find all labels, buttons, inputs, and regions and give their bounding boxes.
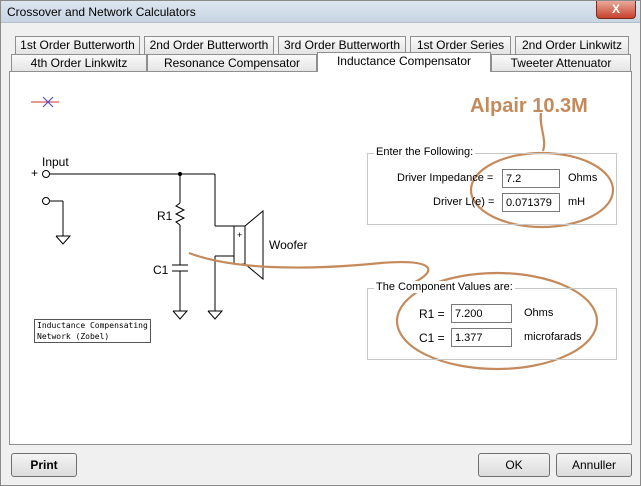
driver-inductance-input[interactable] xyxy=(502,193,560,212)
enter-group-title: Enter the Following: xyxy=(374,146,476,158)
result-c1-field[interactable] xyxy=(451,328,512,347)
ok-button[interactable]: OK xyxy=(478,453,550,477)
r1-resistor xyxy=(174,202,186,226)
driver-inductance-unit: mH xyxy=(568,196,586,208)
tab-3rd-order-butterworth[interactable]: 3rd Order Butterworth xyxy=(278,36,406,54)
cancel-button[interactable]: Annuller xyxy=(556,453,632,477)
tab-4th-order-linkwitz[interactable]: 4th Order Linkwitz xyxy=(11,54,147,72)
annotation-connector xyxy=(188,251,430,284)
driver-impedance-label: Driver Impedance = xyxy=(397,172,494,184)
result-group-title: The Component Values are: xyxy=(374,281,515,293)
woofer-label: Woofer xyxy=(269,238,308,252)
network-caption-line2: Network (Zobel) xyxy=(37,332,110,341)
tab-inductance-compensator[interactable]: Inductance Compensator xyxy=(317,52,491,72)
input-plus-sign: + xyxy=(31,166,39,180)
tab-1st-order-series[interactable]: 1st Order Series xyxy=(410,36,511,54)
mini-circuit-icon xyxy=(31,96,59,108)
driver-impedance-unit: Ohms xyxy=(568,172,598,184)
result-values-group: The Component Values are: xyxy=(367,281,617,360)
result-r1-unit: Ohms xyxy=(524,307,554,319)
window-title: Crossover and Network Calculators xyxy=(7,5,196,19)
result-c1-unit: microfarads xyxy=(524,331,582,343)
tab-1st-order-butterworth[interactable]: 1st Order Butterworth xyxy=(15,36,140,54)
tab-2nd-order-butterworth[interactable]: 2nd Order Butterworth xyxy=(144,36,274,54)
tab-resonance-compensator[interactable]: Resonance Compensator xyxy=(147,54,317,72)
title-bar: Crossover and Network Calculators X xyxy=(1,1,640,23)
enter-values-group: Enter the Following: xyxy=(367,146,617,225)
woofer-plus-sign: + xyxy=(237,230,243,240)
annotation-oval-result xyxy=(395,271,599,371)
tab-2nd-order-linkwitz[interactable]: 2nd Order Linkwitz xyxy=(515,36,629,54)
close-button[interactable]: X xyxy=(596,1,636,19)
result-c1-label: C1 = xyxy=(419,331,445,345)
r1-label: R1 xyxy=(157,209,173,223)
input-terminal-negative xyxy=(42,197,50,205)
network-caption-line1: Inductance Compensating xyxy=(37,321,148,330)
result-r1-field[interactable] xyxy=(451,304,512,323)
result-r1-label: R1 = xyxy=(419,307,445,321)
annotation-label: Alpair 10.3M xyxy=(470,95,588,117)
annotation-arrow-top xyxy=(539,112,546,152)
tab-tweeter-attenuator[interactable]: Tweeter Attenuator xyxy=(491,54,631,72)
driver-inductance-label: Driver L(e) = xyxy=(433,196,495,208)
input-terminal-positive xyxy=(42,170,50,178)
tab-panel xyxy=(9,71,632,445)
network-caption-box: Inductance Compensating Network (Zobel) xyxy=(34,319,151,343)
print-button[interactable]: Print xyxy=(11,453,77,477)
driver-impedance-input[interactable] xyxy=(502,169,560,188)
c1-label: C1 xyxy=(153,263,169,277)
input-label: Input xyxy=(42,155,69,169)
